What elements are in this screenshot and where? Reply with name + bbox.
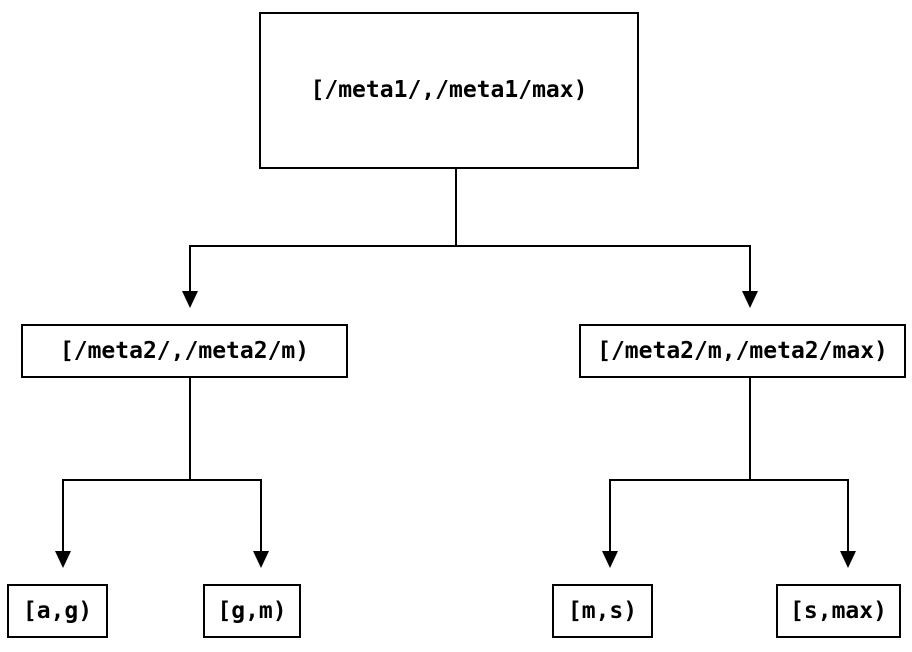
node-leaf-ag: [a,g) bbox=[7, 584, 108, 638]
arrowhead-down-icon bbox=[55, 551, 71, 568]
node-level2-left: [/meta2/,/meta2/m) bbox=[21, 324, 348, 378]
edge-right-to-leaves bbox=[602, 378, 856, 568]
node-leaf-ms: [m,s) bbox=[552, 584, 653, 638]
node-root: [/meta1/,/meta1/max) bbox=[259, 12, 639, 169]
arrowhead-down-icon bbox=[602, 551, 618, 568]
arrowhead-down-icon bbox=[182, 291, 198, 308]
node-leaf-smax: [s,max) bbox=[776, 584, 901, 638]
edge-left-to-leaves bbox=[55, 378, 269, 568]
arrowhead-down-icon bbox=[742, 291, 758, 308]
arrowhead-down-icon bbox=[840, 551, 856, 568]
arrowhead-down-icon bbox=[253, 551, 269, 568]
node-level2-right: [/meta2/m,/meta2/max) bbox=[579, 324, 906, 378]
edge-root-to-level2 bbox=[182, 169, 758, 308]
node-leaf-gm: [g,m) bbox=[203, 584, 301, 638]
